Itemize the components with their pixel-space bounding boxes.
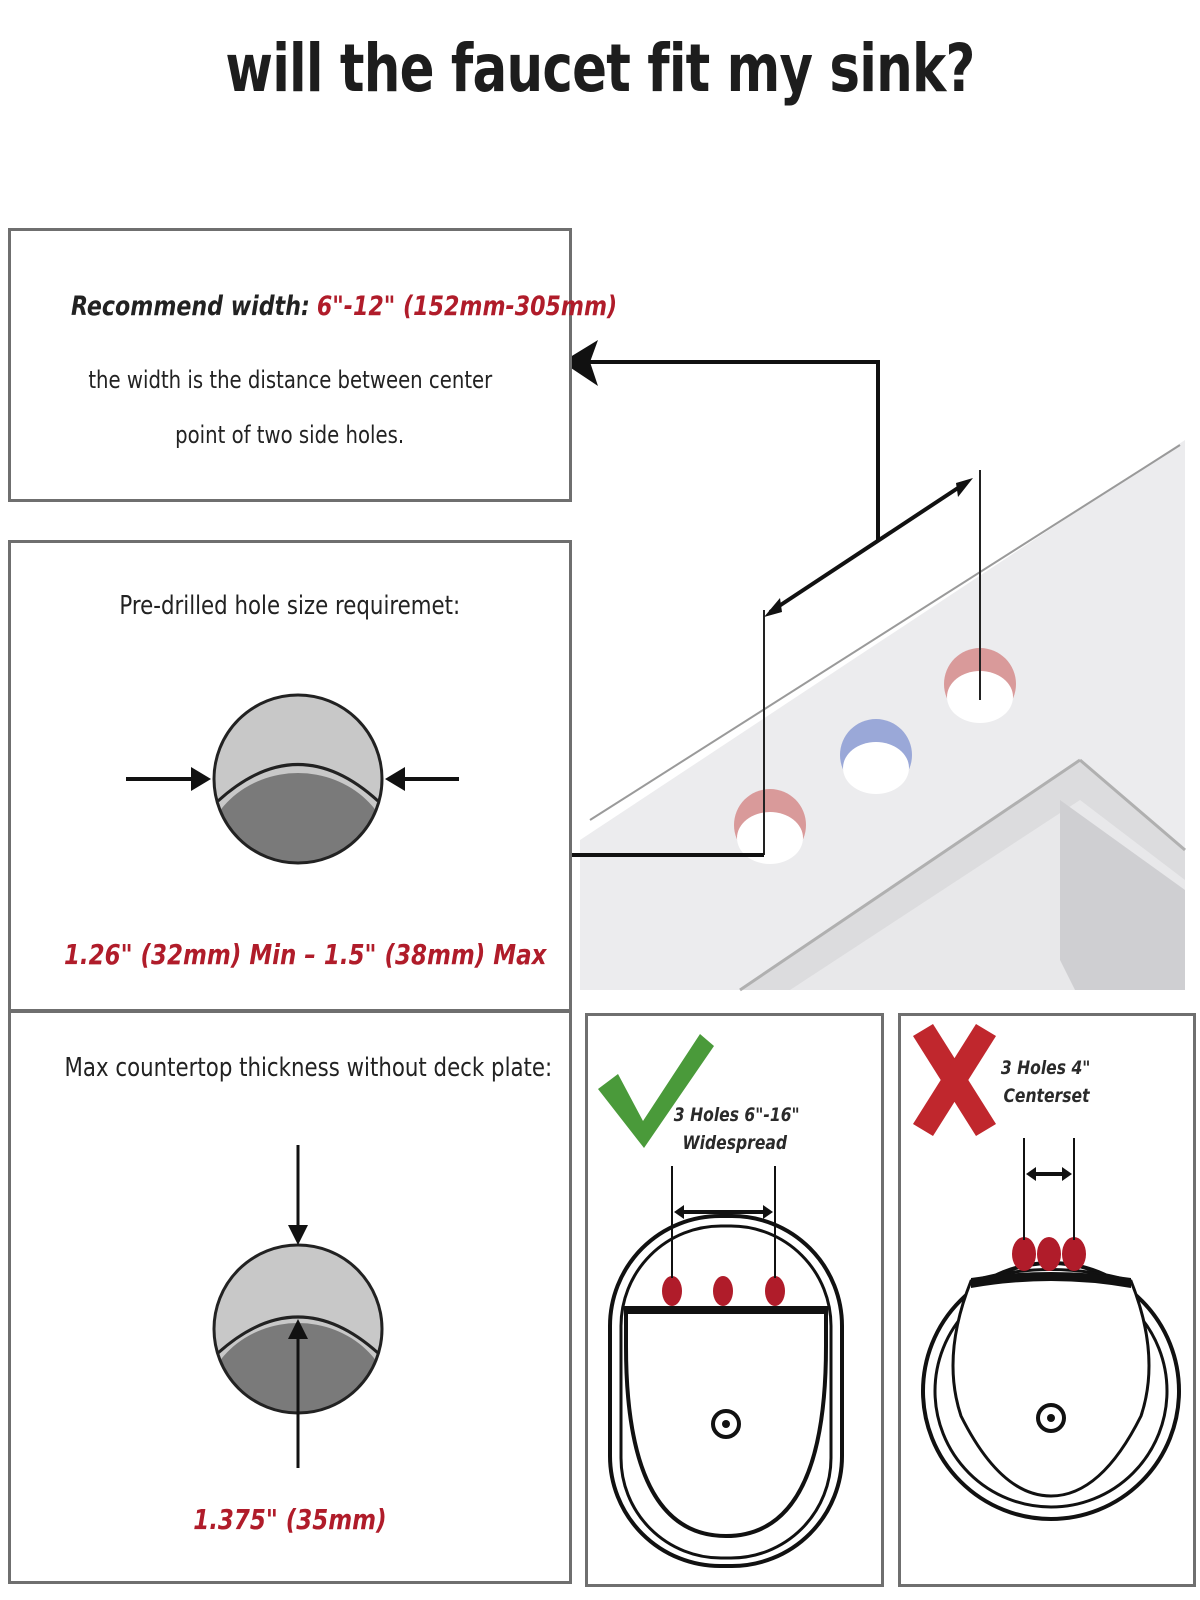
thickness-diagram [212, 1145, 384, 1468]
page-title: will the faucet fit my sink? [225, 30, 975, 107]
widespread-panel: 3 Holes 6"-16" Widespread [585, 1013, 884, 1587]
thickness-panel: Max countertop thickness without deck pl… [8, 1010, 572, 1584]
thickness-label: Max countertop thickness without deck pl… [64, 1053, 553, 1083]
centerset-line1: 3 Holes 4" [1001, 1057, 1091, 1079]
check-icon [598, 1034, 714, 1148]
width-description-line1: the width is the distance between center [88, 366, 492, 394]
hole-size-value: 1.26" (32mm) Min – 1.5" (38mm) Max [63, 938, 547, 971]
centerset-panel: 3 Holes 4" Centerset [898, 1013, 1196, 1587]
thickness-value: 1.375" (35mm) [193, 1503, 387, 1536]
widespread-line1: 3 Holes 6"-16" [673, 1104, 800, 1126]
cross-icon [913, 1024, 996, 1136]
hole-diameter-diagram [126, 693, 459, 865]
hole-size-label: Pre-drilled hole size requiremet: [119, 591, 461, 621]
hole-size-panel: Pre-drilled hole size requiremet: 1.26" … [8, 540, 572, 1012]
widespread-sink-diagram [598, 1034, 844, 1568]
width-label: Recommend width: [70, 291, 310, 322]
widespread-line2: Widespread [682, 1132, 788, 1154]
width-panel: Recommend width: 6"-12" (152mm-305mm) th… [8, 228, 617, 502]
cold-hole-middle [840, 719, 912, 794]
width-value: 6"-12" (152mm-305mm) [316, 291, 618, 322]
width-description-line2: point of two side holes. [175, 421, 405, 449]
centerset-sink-diagram [913, 1024, 1181, 1521]
centerset-line2: Centerset [1002, 1085, 1090, 1107]
hot-hole-left [734, 789, 806, 864]
